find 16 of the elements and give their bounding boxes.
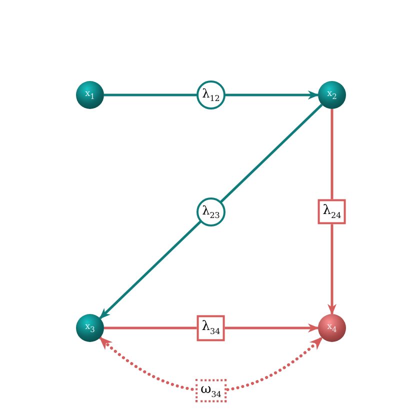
node-label: x$_{2}$ [327,90,337,100]
sphere-node [76,81,104,109]
node-label: x$_{3}$ [85,322,95,334]
arrow [98,336,324,392]
edge-label: λ$_{12}$ [196,80,226,110]
arrow [99,104,323,320]
sphere-node [318,314,346,342]
edge-label: λ$_{23}$ [196,197,226,226]
edge-label: ω$_{34}$ [196,379,226,403]
sphere-node [318,81,346,109]
node-label: x$_{1}$ [85,90,95,100]
edge-label: λ$_{34}$ [196,315,226,341]
sphere-node [76,314,104,342]
edge-label: λ$_{24}$ [318,198,346,224]
arrow [328,109,336,316]
node-label: x$_{4}$ [327,322,337,334]
